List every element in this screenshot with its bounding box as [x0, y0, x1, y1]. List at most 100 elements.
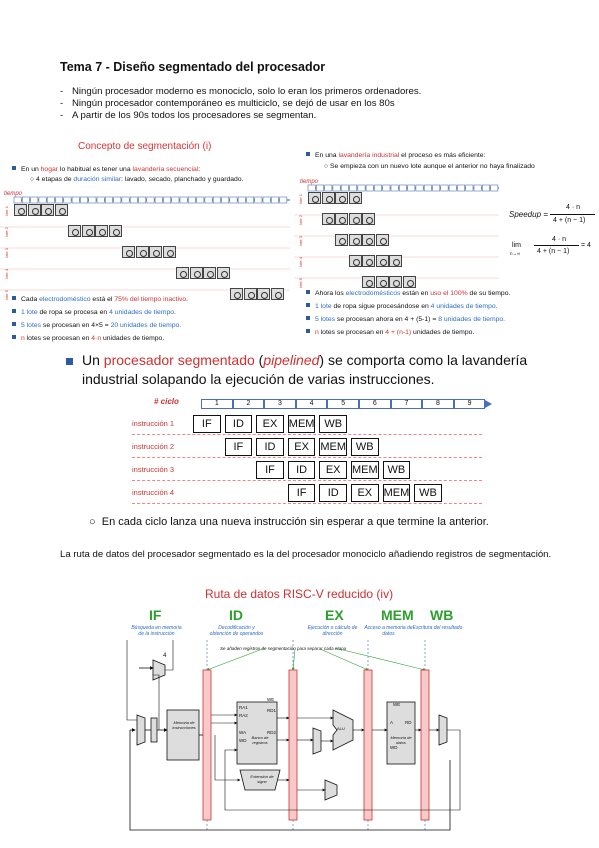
- time-tick: [246, 196, 254, 204]
- pipelined-timeline: [294, 184, 499, 279]
- dryer-icon: [375, 276, 389, 288]
- time-tick: [448, 184, 457, 192]
- time-tick: [188, 196, 196, 204]
- instruction-memory-label: Memoria de instrucciones: [172, 720, 196, 730]
- iron-icon: [149, 246, 162, 258]
- folded-clothes-icon: [162, 246, 176, 258]
- time-tick: [382, 184, 391, 192]
- washer-icon: [335, 234, 348, 246]
- fraction-bar: [550, 214, 595, 215]
- slide-bullet: En un hogar lo habitual es tener una lav…: [12, 165, 200, 174]
- limit-label: lim: [512, 242, 521, 249]
- folded-clothes-icon: [402, 276, 416, 288]
- intro-bullet: -Ningún procesador moderno es monociclo,…: [60, 86, 422, 97]
- washer-icon: [122, 246, 135, 258]
- stage-heading-wb: WB: [430, 607, 454, 623]
- slide-bullet: 5 lotes se procesan ahora en 4 + (5-1) =…: [306, 315, 505, 324]
- time-tick: [374, 184, 382, 192]
- time-tick: [349, 184, 358, 192]
- time-tick: [440, 184, 449, 192]
- time-tick: [324, 184, 333, 192]
- time-tick: [88, 196, 97, 204]
- lote-label: lote 3: [298, 236, 303, 246]
- cycle-number: 1: [201, 399, 233, 409]
- washer-icon: [176, 267, 189, 279]
- iron-icon: [375, 255, 389, 267]
- time-tick: [179, 196, 188, 204]
- dryer-icon: [81, 225, 95, 237]
- washer-icon: [321, 213, 335, 225]
- washer-icon: [362, 276, 375, 288]
- stage-if-cell: IF: [287, 484, 316, 502]
- row-divider: [132, 434, 482, 435]
- port-label: A: [390, 720, 394, 725]
- time-tick: [279, 196, 288, 204]
- stage-heading-ex: EX: [325, 607, 344, 623]
- slide-subbullet: ○ Se empieza con un nuevo lote aunque el…: [324, 163, 535, 170]
- time-tick: [399, 184, 407, 192]
- washer-icon: [308, 192, 321, 204]
- time-tick: [129, 196, 138, 204]
- fraction-bar: [534, 245, 579, 246]
- stage-id-cell: ID: [256, 438, 284, 456]
- dryer-icon: [348, 234, 362, 246]
- iron-icon: [95, 225, 108, 237]
- limit-denominator: 4 + (n − 1): [537, 248, 570, 255]
- time-tick: [316, 184, 324, 192]
- cycle-number: 3: [264, 399, 296, 409]
- row-divider: [132, 457, 482, 458]
- segmentation-note: Se añaden registros de segmentación para…: [220, 646, 347, 651]
- slide-bullet: 1 lote de ropa se procesa en 4 unidades …: [12, 308, 176, 317]
- datapath-diagram: [126, 640, 461, 831]
- time-tick: [229, 196, 238, 204]
- cycle-number: 5: [327, 399, 359, 409]
- time-tick: [490, 184, 499, 192]
- arrow-right-icon: [485, 400, 493, 408]
- stage-heading-id: ID: [229, 607, 243, 623]
- cycle-number: 9: [453, 399, 486, 409]
- port-label: WD: [390, 745, 398, 750]
- time-tick: [482, 184, 490, 192]
- time-label: tiempo: [300, 179, 319, 185]
- stage-mem-cell: MEM: [382, 484, 411, 502]
- limit-numerator: 4 · n: [552, 236, 567, 243]
- time-tick: [332, 184, 341, 192]
- row-divider: [132, 503, 482, 504]
- time-tick: [171, 196, 180, 204]
- port-label: WE: [393, 702, 401, 707]
- slide-sequential-laundry: Concepto de segmentación (i) En un hogar…: [0, 137, 300, 347]
- time-tick: [121, 196, 130, 204]
- iron-icon: [389, 276, 402, 288]
- stage-ex-cell: EX: [319, 461, 347, 479]
- bullet-square-icon: [12, 166, 16, 170]
- stage-description: Acceso a memoria de datos: [364, 625, 413, 637]
- iron-icon: [335, 192, 348, 204]
- stage-if-cell: IF: [193, 415, 221, 433]
- time-tick: [415, 184, 424, 192]
- slide-bullet: En una lavandería industrial el proceso …: [306, 151, 485, 160]
- stage-ex-cell: EX: [351, 484, 379, 502]
- time-tick: [457, 184, 465, 192]
- stage-id-cell: ID: [319, 484, 347, 502]
- stage-wb-cell: WB: [319, 415, 347, 433]
- data-memory-label: Memoria de datos: [390, 735, 412, 745]
- time-tick: [465, 184, 474, 192]
- port-label: WA: [239, 730, 247, 735]
- sign-extension-label: Extensión de signo: [250, 774, 274, 784]
- stage-mem-cell: MEM: [351, 461, 379, 479]
- time-tick: [262, 196, 271, 204]
- port-label: RD: [405, 720, 412, 725]
- time-tick: [423, 184, 432, 192]
- time-tick: [138, 196, 147, 204]
- time-tick: [163, 196, 171, 204]
- time-tick: [254, 196, 263, 204]
- lote-label: lote 1: [4, 206, 9, 216]
- limit-result: = 4: [581, 242, 591, 249]
- time-tick: [196, 196, 205, 204]
- time-tick: [38, 196, 47, 204]
- intro-bullet: -A partir de los 90s todos los procesado…: [60, 110, 317, 121]
- instruction-label: instrucción 4: [132, 488, 175, 497]
- dryer-icon: [243, 288, 257, 300]
- port-label: RD2: [267, 730, 277, 735]
- pipeline-text: Un procesador segmentado (pipelined) se …: [82, 352, 528, 387]
